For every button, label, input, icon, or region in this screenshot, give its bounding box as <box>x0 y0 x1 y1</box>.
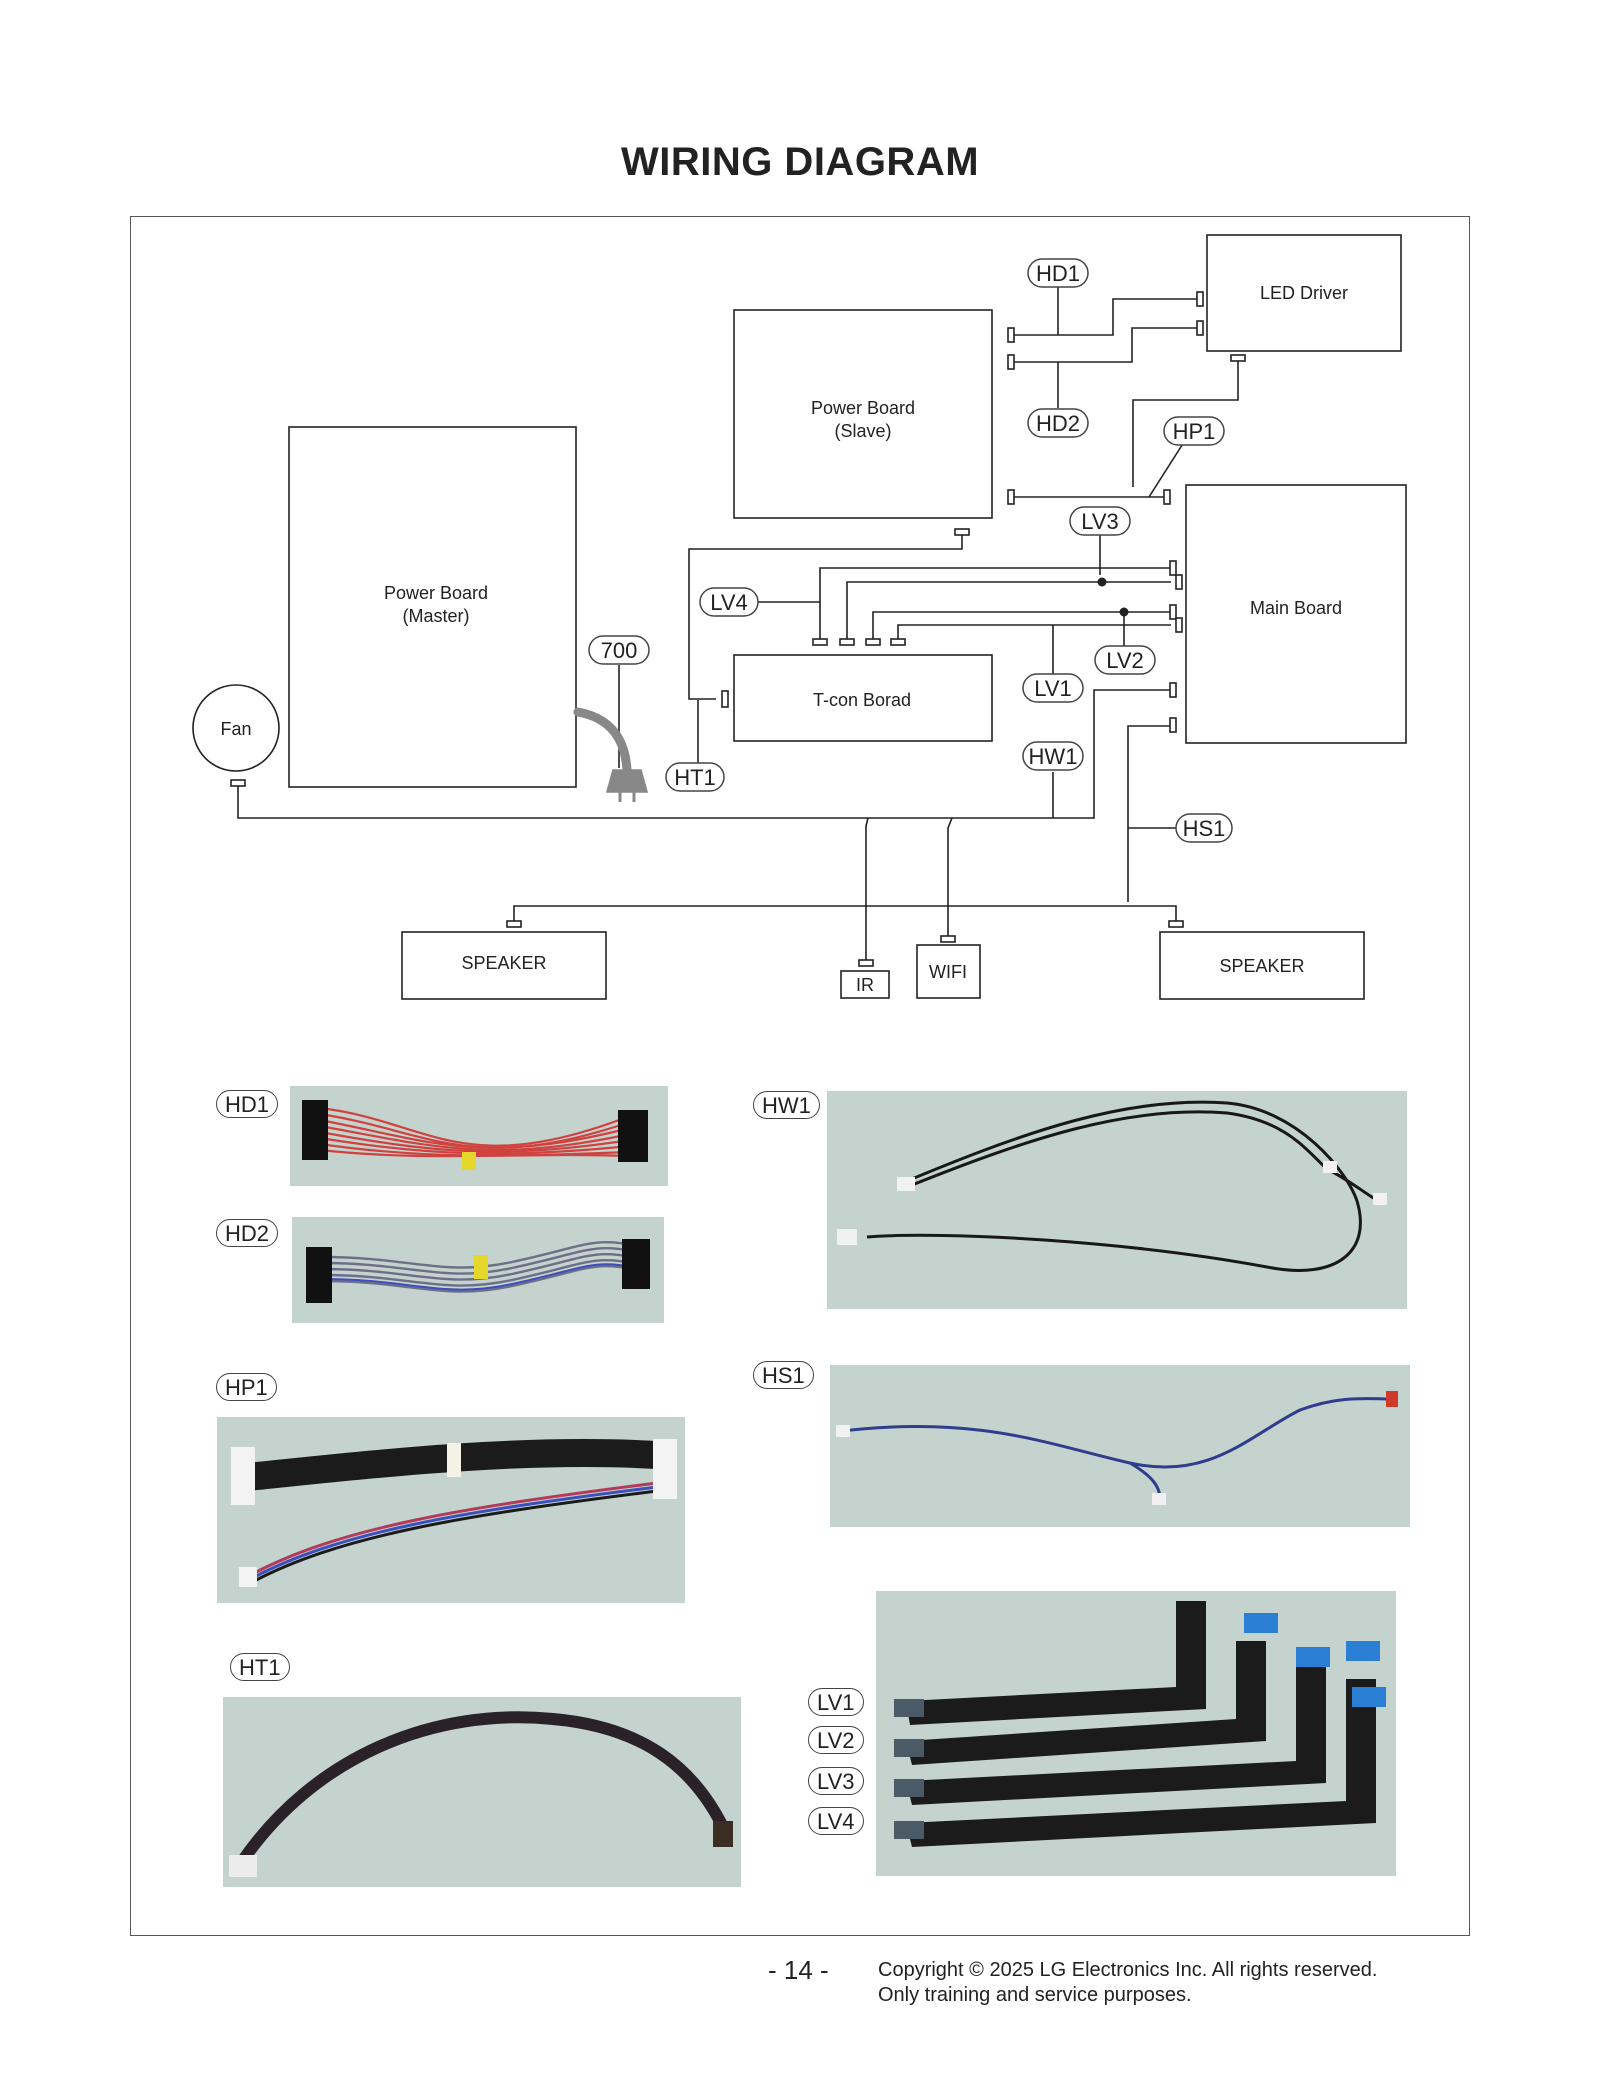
tag-hs1: HS1 <box>1183 816 1226 841</box>
photo-ht1-cable <box>223 1697 741 1887</box>
photo-label-hw1: HW1 <box>753 1091 820 1119</box>
main-board-label: Main Board <box>1250 598 1342 618</box>
tag-hw1: HW1 <box>1029 744 1078 769</box>
diagram-frame <box>130 216 1470 1936</box>
tag-lv1: LV1 <box>1034 676 1072 701</box>
power-slave-label-1: Power Board <box>811 398 915 418</box>
photo-hp1-cable <box>217 1417 685 1603</box>
ir-box <box>840 970 890 999</box>
photo-label-hp1: HP1 <box>216 1373 277 1401</box>
photo-hd2-cable <box>292 1217 664 1323</box>
ir-label: IR <box>856 975 874 995</box>
tag-lv3: LV3 <box>1081 509 1119 534</box>
page-number: - 14 - <box>768 1955 829 1985</box>
photo-hd1-cable <box>290 1086 668 1186</box>
tag-lv4: LV4 <box>710 590 748 615</box>
photo-label-hd2: HD2 <box>216 1219 279 1247</box>
tag-hp1: HP1 <box>1173 419 1216 444</box>
fan-label: Fan <box>220 719 251 739</box>
copyright-line-1: Copyright © 2025 LG Electronics Inc. All… <box>878 1959 1378 1981</box>
wifi-box <box>916 944 981 999</box>
wiring-diagram: HD1 HD2 HP1 LV3 LV4 LV2 LV1 HW1 HT1 700 … <box>192 234 1407 1000</box>
photo-label-lv3: LV3 <box>808 1767 864 1795</box>
tag-lv2: LV2 <box>1106 648 1144 673</box>
page-title: WIRING DIAGRAM <box>620 140 980 184</box>
power-board-slave-box <box>733 309 993 519</box>
led-driver-box <box>1206 234 1402 352</box>
tcon-board-box <box>733 654 993 742</box>
power-slave-label-2: (Slave) <box>834 421 891 441</box>
photo-label-lv4: LV4 <box>808 1807 864 1835</box>
speaker-right-box <box>1159 931 1365 1000</box>
tcon-board-label: T-con Borad <box>813 690 911 710</box>
fan-circle <box>192 684 280 772</box>
photo-label-hs1: HS1 <box>753 1361 814 1389</box>
photo-label-lv2: LV2 <box>808 1726 864 1754</box>
speaker-right-label: SPEAKER <box>1219 956 1304 976</box>
speaker-left-label: SPEAKER <box>461 953 546 973</box>
tag-hd2: HD2 <box>1036 411 1080 436</box>
power-board-master-box <box>288 426 577 788</box>
main-board-box <box>1185 484 1407 744</box>
copyright-line-2: Only training and service purposes. <box>878 1984 1192 2006</box>
tag-hd1: HD1 <box>1036 261 1080 286</box>
tag-power-cord: 700 <box>601 638 638 663</box>
led-driver-label: LED Driver <box>1260 283 1348 303</box>
photo-lv-ribbon-cables <box>876 1591 1396 1876</box>
speaker-left-box <box>401 931 607 1000</box>
photo-hw1-cable <box>827 1091 1407 1309</box>
tag-ht1: HT1 <box>674 765 716 790</box>
photo-hs1-cable <box>830 1365 1410 1527</box>
copyright-notice: Copyright © 2025 LG Electronics Inc. All… <box>878 1958 1377 2008</box>
photo-label-ht1: HT1 <box>230 1653 290 1681</box>
photo-label-lv1: LV1 <box>808 1688 864 1716</box>
power-master-label-1: Power Board <box>384 583 488 603</box>
wifi-label: WIFI <box>929 962 967 982</box>
power-master-label-2: (Master) <box>403 606 470 626</box>
photo-label-hd1: HD1 <box>216 1090 279 1118</box>
